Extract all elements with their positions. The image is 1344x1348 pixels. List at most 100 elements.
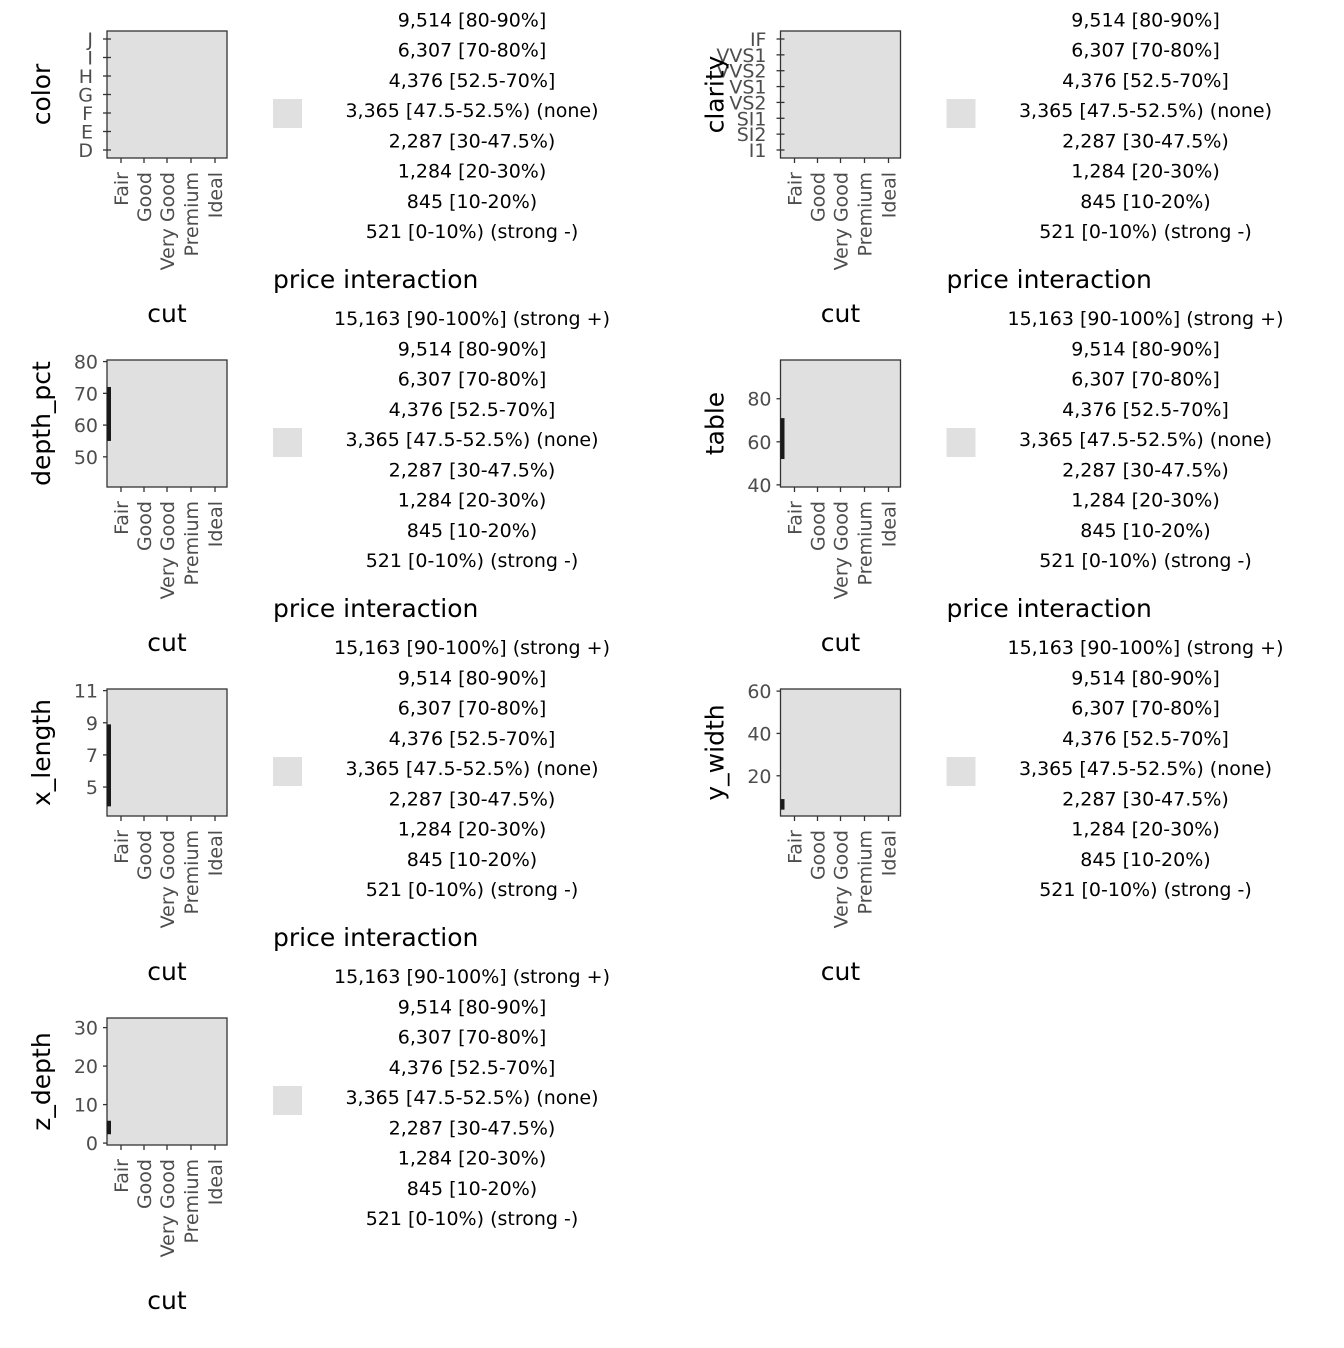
x-axis-title: cut bbox=[147, 957, 187, 986]
legend-item-label: 6,307 [70-80%] bbox=[398, 40, 547, 62]
y-axis-title: table bbox=[701, 392, 730, 455]
y-axis-title: clarity bbox=[701, 55, 730, 133]
legend-key bbox=[273, 428, 302, 457]
interaction-mark bbox=[107, 1120, 111, 1135]
interaction-mark bbox=[780, 418, 785, 460]
legend-item-label: 15,163 [90-100%] (strong +) bbox=[334, 966, 610, 988]
x-tick-label: Good bbox=[134, 501, 156, 551]
x-tick-label: Fair bbox=[111, 172, 133, 206]
x-tick-label: Premium bbox=[181, 1159, 203, 1244]
plot-panel bbox=[779, 688, 902, 817]
x-tick-label: Very Good bbox=[157, 830, 179, 928]
x-tick-label: Very Good bbox=[157, 172, 179, 270]
y-tick-label: F bbox=[82, 103, 93, 125]
legend-item-label: 1,284 [20-30%) bbox=[398, 1148, 547, 1170]
legend-item-label: 2,287 [30-47.5%) bbox=[1062, 788, 1229, 810]
y-tick-label: 40 bbox=[747, 723, 771, 745]
legend-item-label: 2,287 [30-47.5%) bbox=[1062, 130, 1229, 152]
x-tick-label: Fair bbox=[785, 172, 807, 206]
x-tick-label: Good bbox=[134, 172, 156, 222]
legend-item-label: 521 [0-10%) (strong -) bbox=[366, 879, 579, 901]
legend-key bbox=[946, 428, 976, 457]
y-tick-label: 9 bbox=[86, 713, 98, 735]
legend-title: price interaction bbox=[273, 265, 478, 294]
legend-item-label: 9,514 [80-90%] bbox=[398, 338, 547, 360]
x-tick-label: Premium bbox=[855, 501, 877, 586]
legend-item-label: 15,163 [90-100%] (strong +) bbox=[1008, 0, 1284, 1]
y-tick-label: H bbox=[79, 66, 93, 88]
x-tick-label: Ideal bbox=[205, 1159, 227, 1205]
y-tick-label: 20 bbox=[74, 1056, 98, 1078]
plot-panel bbox=[106, 30, 228, 159]
x-tick-label: Fair bbox=[111, 501, 133, 535]
x-tick-label: Ideal bbox=[205, 172, 227, 218]
y-tick-label: I bbox=[87, 48, 93, 70]
legend-item-label: 4,376 [52.5-70%] bbox=[389, 399, 556, 421]
legend-item-label: 845 [10-20%) bbox=[1080, 191, 1210, 213]
legend-item-label: 1,284 [20-30%) bbox=[1071, 819, 1220, 841]
x-tick-label: Premium bbox=[181, 172, 203, 257]
y-axis-title: color bbox=[27, 63, 56, 125]
x-tick-label: Ideal bbox=[879, 172, 901, 218]
x-tick-label: Very Good bbox=[157, 1159, 179, 1257]
x-tick-label: Ideal bbox=[205, 830, 227, 876]
x-tick-label: Ideal bbox=[205, 501, 227, 547]
legend-item-label: 6,307 [70-80%] bbox=[398, 369, 547, 391]
x-axis-title: cut bbox=[821, 957, 861, 986]
legend-item-label: 4,376 [52.5-70%] bbox=[389, 1057, 556, 1079]
legend-item-label: 2,287 [30-47.5%) bbox=[389, 788, 556, 810]
y-tick-label: 30 bbox=[74, 1018, 98, 1040]
legend-item-label: 15,163 [90-100%] (strong +) bbox=[334, 308, 610, 330]
x-tick-label: Fair bbox=[111, 830, 133, 864]
y-tick-label: IF bbox=[750, 29, 767, 51]
x-tick-label: Ideal bbox=[879, 501, 901, 547]
legend-item-label: 9,514 [80-90%] bbox=[398, 9, 547, 31]
y-tick-label: G bbox=[78, 85, 93, 107]
legend-item-label: 6,307 [70-80%] bbox=[1071, 369, 1220, 391]
y-tick-label: 50 bbox=[74, 447, 98, 469]
interaction-mark bbox=[107, 724, 111, 807]
y-axis-title: z_depth bbox=[27, 1032, 56, 1130]
legend-item-label: 15,163 [90-100%] (strong +) bbox=[1008, 308, 1284, 330]
legend-item-label: 3,365 [47.5-52.5%) (none) bbox=[345, 100, 598, 122]
y-tick-label: VVS2 bbox=[716, 61, 766, 83]
x-tick-label: Very Good bbox=[831, 501, 853, 599]
legend-item-label: 1,284 [20-30%) bbox=[398, 161, 547, 183]
y-axis-title: depth_pct bbox=[27, 361, 56, 486]
x-tick-label: Good bbox=[134, 830, 156, 880]
legend-item-label: 521 [0-10%) (strong -) bbox=[1039, 550, 1252, 572]
legend-item-label: 9,514 [80-90%] bbox=[1071, 667, 1220, 689]
y-tick-label: I1 bbox=[749, 140, 767, 162]
legend-key bbox=[273, 757, 302, 786]
plot-panel bbox=[779, 359, 902, 488]
legend-item-label: 521 [0-10%) (strong -) bbox=[366, 1208, 579, 1230]
y-tick-label: VS2 bbox=[729, 92, 766, 114]
legend: price interaction 15,163 [90-100%] (stron… bbox=[273, 265, 610, 572]
legend-item-label: 3,365 [47.5-52.5%) (none) bbox=[345, 1087, 598, 1109]
y-tick-label: 80 bbox=[74, 352, 98, 374]
x-tick-label: Very Good bbox=[831, 830, 853, 928]
legend-key bbox=[946, 99, 976, 128]
x-tick-label: Good bbox=[808, 501, 830, 551]
x-tick-label: Fair bbox=[785, 501, 807, 535]
legend-item-label: 9,514 [80-90%] bbox=[398, 667, 547, 689]
plot-panel bbox=[779, 30, 902, 159]
legend-item-label: 4,376 [52.5-70%] bbox=[1062, 70, 1229, 92]
y-tick-label: 40 bbox=[747, 475, 771, 497]
plot-panel bbox=[106, 359, 228, 488]
legend-item-label: 3,365 [47.5-52.5%) (none) bbox=[345, 758, 598, 780]
x-axis-title: cut bbox=[147, 299, 187, 328]
legend-item-label: 6,307 [70-80%] bbox=[1071, 40, 1220, 62]
y-tick-label: VS1 bbox=[729, 77, 766, 99]
x-tick-label: Very Good bbox=[831, 172, 853, 270]
legend-key bbox=[273, 1086, 302, 1115]
legend-item-label: 1,284 [20-30%) bbox=[398, 490, 547, 512]
y-tick-label: 7 bbox=[86, 745, 98, 767]
legend-item-label: 845 [10-20%) bbox=[407, 191, 537, 213]
